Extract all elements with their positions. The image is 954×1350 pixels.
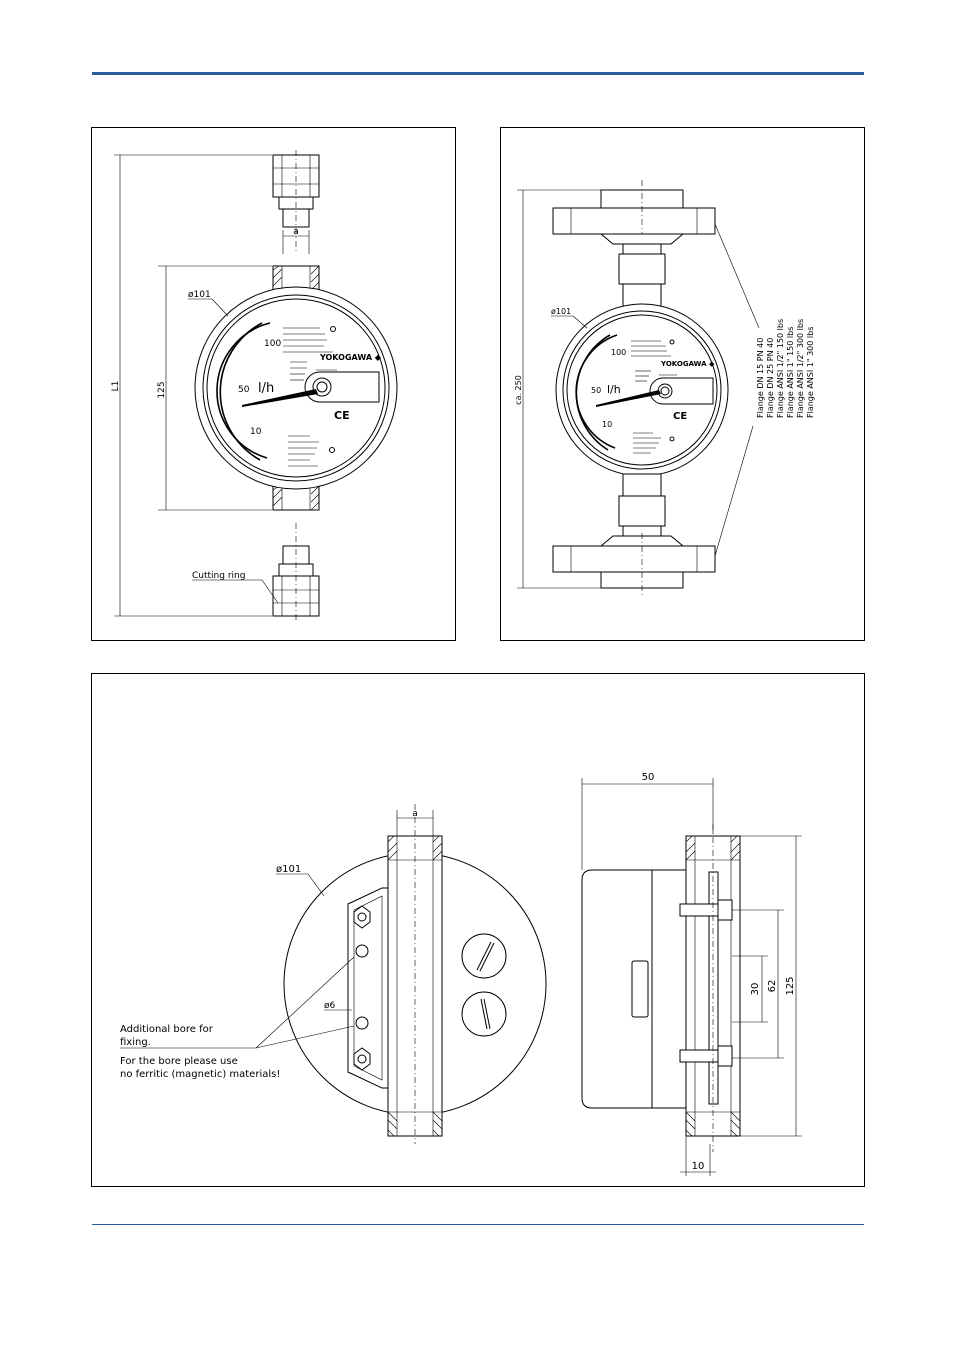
flange-label-5: Flange ANSI 1/2" 300 lbs — [796, 319, 805, 418]
flange-label-6: Flange ANSI 1" 300 lbs — [806, 327, 815, 418]
footer-rule — [92, 1224, 864, 1225]
dim-10-label: 10 — [692, 1161, 705, 1172]
note-line-3: For the bore please use — [120, 1056, 238, 1067]
dim-50-label: 50 — [642, 772, 655, 783]
flange-label-4: Flange ANSI 1" 150 lbs — [786, 327, 795, 418]
diameter-label-c: ø101 — [276, 864, 301, 875]
dim-125-label-c: 125 — [785, 976, 796, 995]
drawing-mounting: a ø101 ø6 Additional bore for fixing. Fo… — [120, 772, 802, 1176]
hex-nut-top — [353, 905, 371, 929]
dim-30-label: 30 — [750, 983, 761, 996]
dim-a-label-c: a — [412, 809, 418, 819]
scale-50-b: 50 — [591, 386, 601, 395]
drawing-flanged-flowmeter: 100 50 10 l/h YOKOGAWA ◆ CE ø101 ca. 250… — [514, 180, 815, 596]
side-housing — [581, 869, 653, 1109]
dim-125-label: 125 — [157, 381, 167, 398]
pointer-needle-b — [596, 390, 661, 407]
ce-mark-b: CE — [673, 411, 687, 422]
bottom-flange — [552, 545, 716, 573]
scale-10: 10 — [250, 427, 262, 437]
unit-label: l/h — [258, 381, 274, 396]
panel-flanged-connection: 100 50 10 l/h YOKOGAWA ◆ CE ø101 ca. 250… — [500, 127, 865, 641]
panel-threaded-connection: a 100 50 10 l/h YOKOGAWA ◆ CE — [91, 127, 456, 641]
header-rule — [92, 72, 864, 75]
scale-50: 50 — [238, 385, 250, 395]
gauge-housing — [194, 286, 398, 490]
note-line-2: fixing. — [120, 1037, 151, 1048]
top-flange — [552, 207, 716, 235]
side-window — [631, 960, 649, 1018]
diameter-label: ø101 — [188, 290, 211, 300]
scale-100: 100 — [264, 339, 281, 349]
dim-62-label: 62 — [767, 980, 778, 993]
brand-label: YOKOGAWA ◆ — [319, 353, 382, 362]
ce-mark: CE — [334, 409, 350, 422]
pointer-housing — [304, 371, 380, 403]
drawing-threaded-flowmeter: a 100 50 10 l/h YOKOGAWA ◆ CE — [111, 150, 398, 623]
fixing-bore-1 — [355, 944, 369, 958]
scale-100-b: 100 — [611, 348, 626, 357]
flange-label-3: Flange ANSI 1/2" 150 lbs — [776, 319, 785, 418]
cutting-ring-label: Cutting ring — [192, 571, 245, 581]
side-bracket — [708, 871, 719, 1105]
lower-nut — [272, 575, 320, 617]
bottom-port — [272, 485, 320, 511]
pointer-needle — [242, 389, 318, 407]
diameter-label-b: ø101 — [551, 307, 571, 316]
flange-label-2: Flange DN 25 PN 40 — [766, 338, 775, 418]
dim-l1-label: L1 — [111, 381, 121, 392]
hex-nut-bottom — [353, 1047, 371, 1071]
brand-label-b: YOKOGAWA ◆ — [660, 360, 715, 368]
note-line-1: Additional bore for — [120, 1024, 214, 1035]
dim-ca-label: ca. 250 — [514, 375, 523, 405]
panel-mounting-views: a ø101 ø6 Additional bore for fixing. Fo… — [91, 673, 865, 1187]
unit-label-b: l/h — [607, 383, 621, 396]
note-line-4: no ferritic (magnetic) materials! — [120, 1069, 280, 1080]
top-port — [272, 265, 320, 291]
flange-label-1: Flange DN 15 PN 40 — [756, 338, 765, 418]
dim-a-label: a — [293, 227, 299, 237]
scale-10-b: 10 — [602, 420, 612, 429]
dim-6-label: ø6 — [324, 1001, 336, 1011]
fixing-bore-2 — [355, 1016, 369, 1030]
